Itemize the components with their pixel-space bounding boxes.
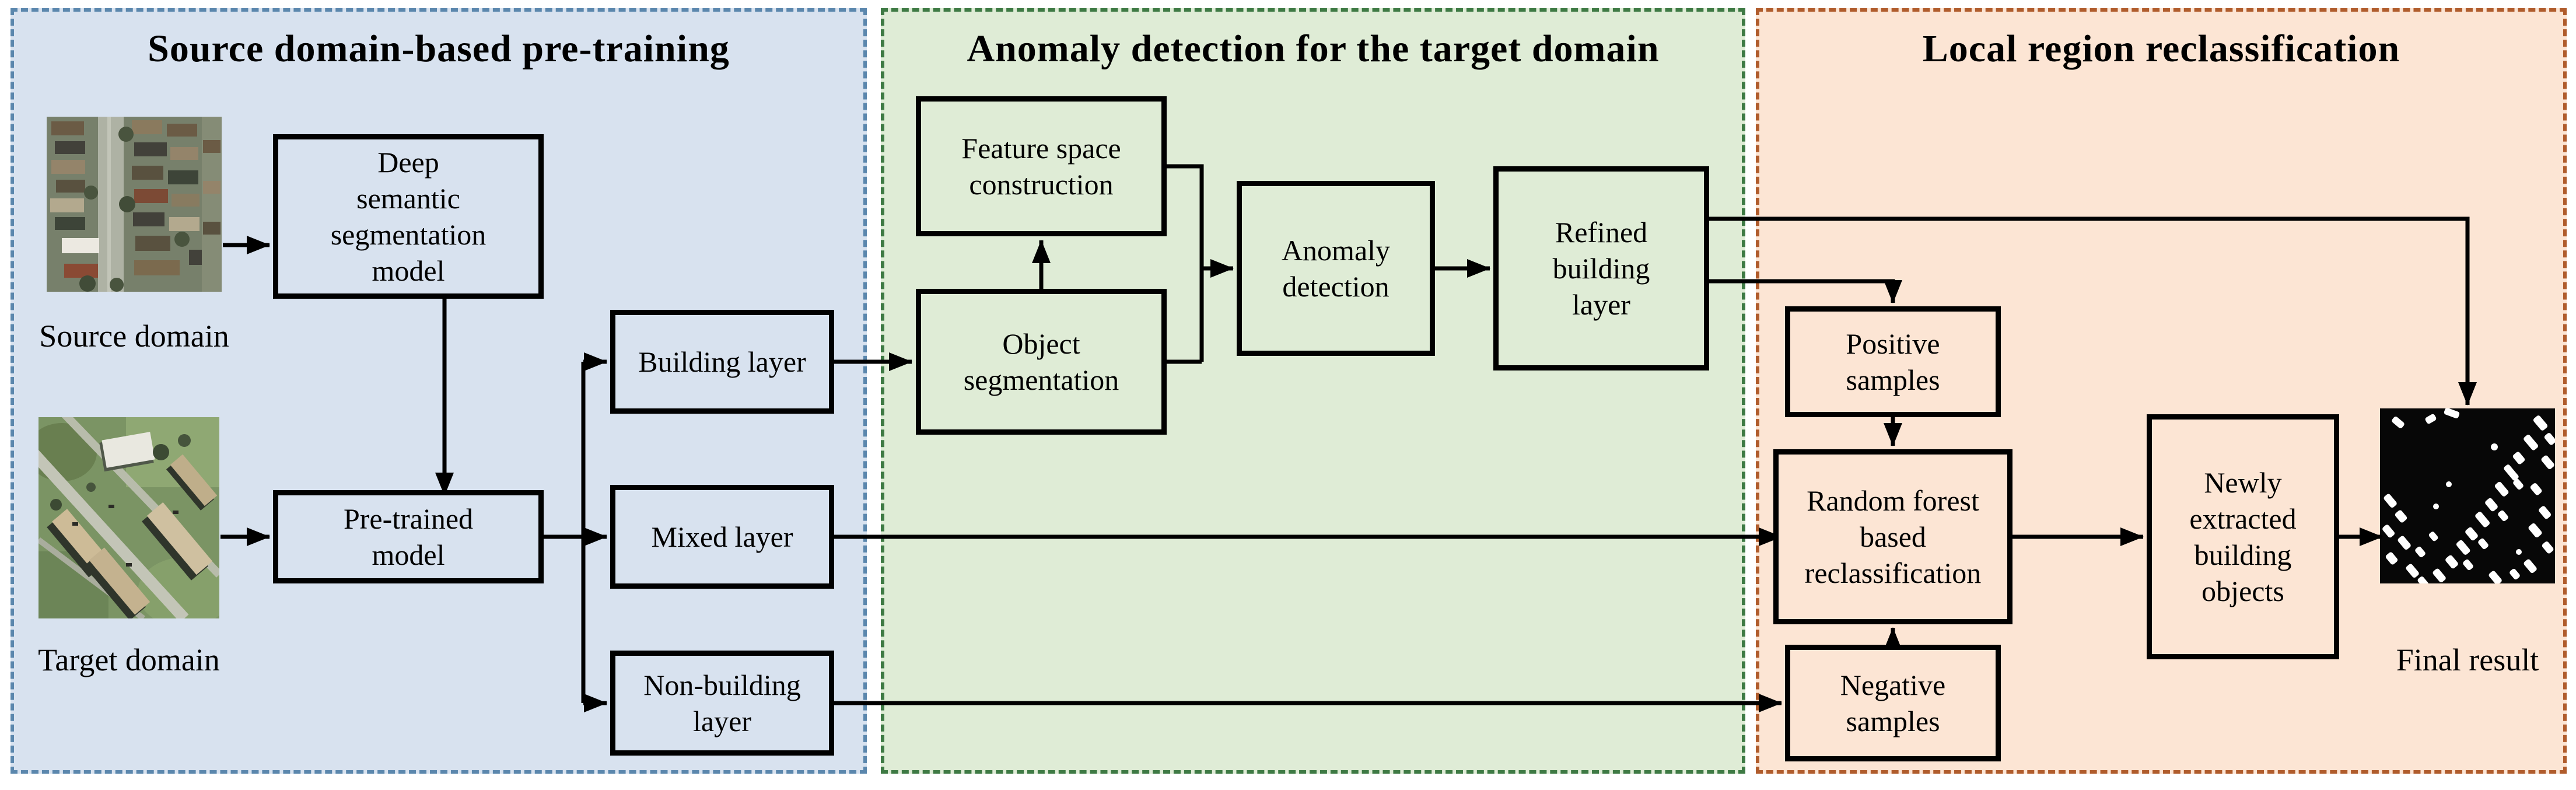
target-domain-image (38, 417, 219, 618)
panel-title-reclassification: Local region reclassification (1922, 27, 2400, 70)
object-segmentation-box: Object segmentation (916, 289, 1167, 435)
refined-building-layer-box: Refined building layer (1493, 166, 1709, 370)
target-domain-caption: Target domain (38, 642, 220, 677)
random-forest-reclassification-box: Random forest based reclassification (1773, 449, 2013, 624)
panel-title-pretraining: Source domain-based pre-training (148, 27, 730, 70)
anomaly-detection-box: Anomaly detection (1237, 181, 1435, 356)
building-layer-box: Building layer (610, 310, 834, 414)
panel-title-anomaly: Anomaly detection for the target domain (967, 27, 1660, 70)
panel-anomaly-detection: Anomaly detection for the target domain (881, 8, 1745, 774)
negative-samples-box: Negative samples (1785, 645, 2001, 761)
source-domain-caption: Source domain (39, 319, 229, 354)
source-domain-image (47, 117, 222, 292)
feature-space-construction-box: Feature space construction (916, 96, 1167, 236)
deep-semantic-segmentation-model-box: Deep semantic segmentation model (273, 134, 544, 299)
newly-extracted-building-objects-box: Newly extracted building objects (2147, 414, 2339, 659)
final-result-image (2380, 408, 2555, 583)
pretrained-model-box: Pre-trained model (273, 490, 544, 583)
positive-samples-box: Positive samples (1785, 306, 2001, 417)
mixed-layer-box: Mixed layer (610, 485, 834, 589)
final-result-caption: Final result (2396, 642, 2539, 677)
non-building-layer-box: Non-building layer (610, 651, 834, 756)
